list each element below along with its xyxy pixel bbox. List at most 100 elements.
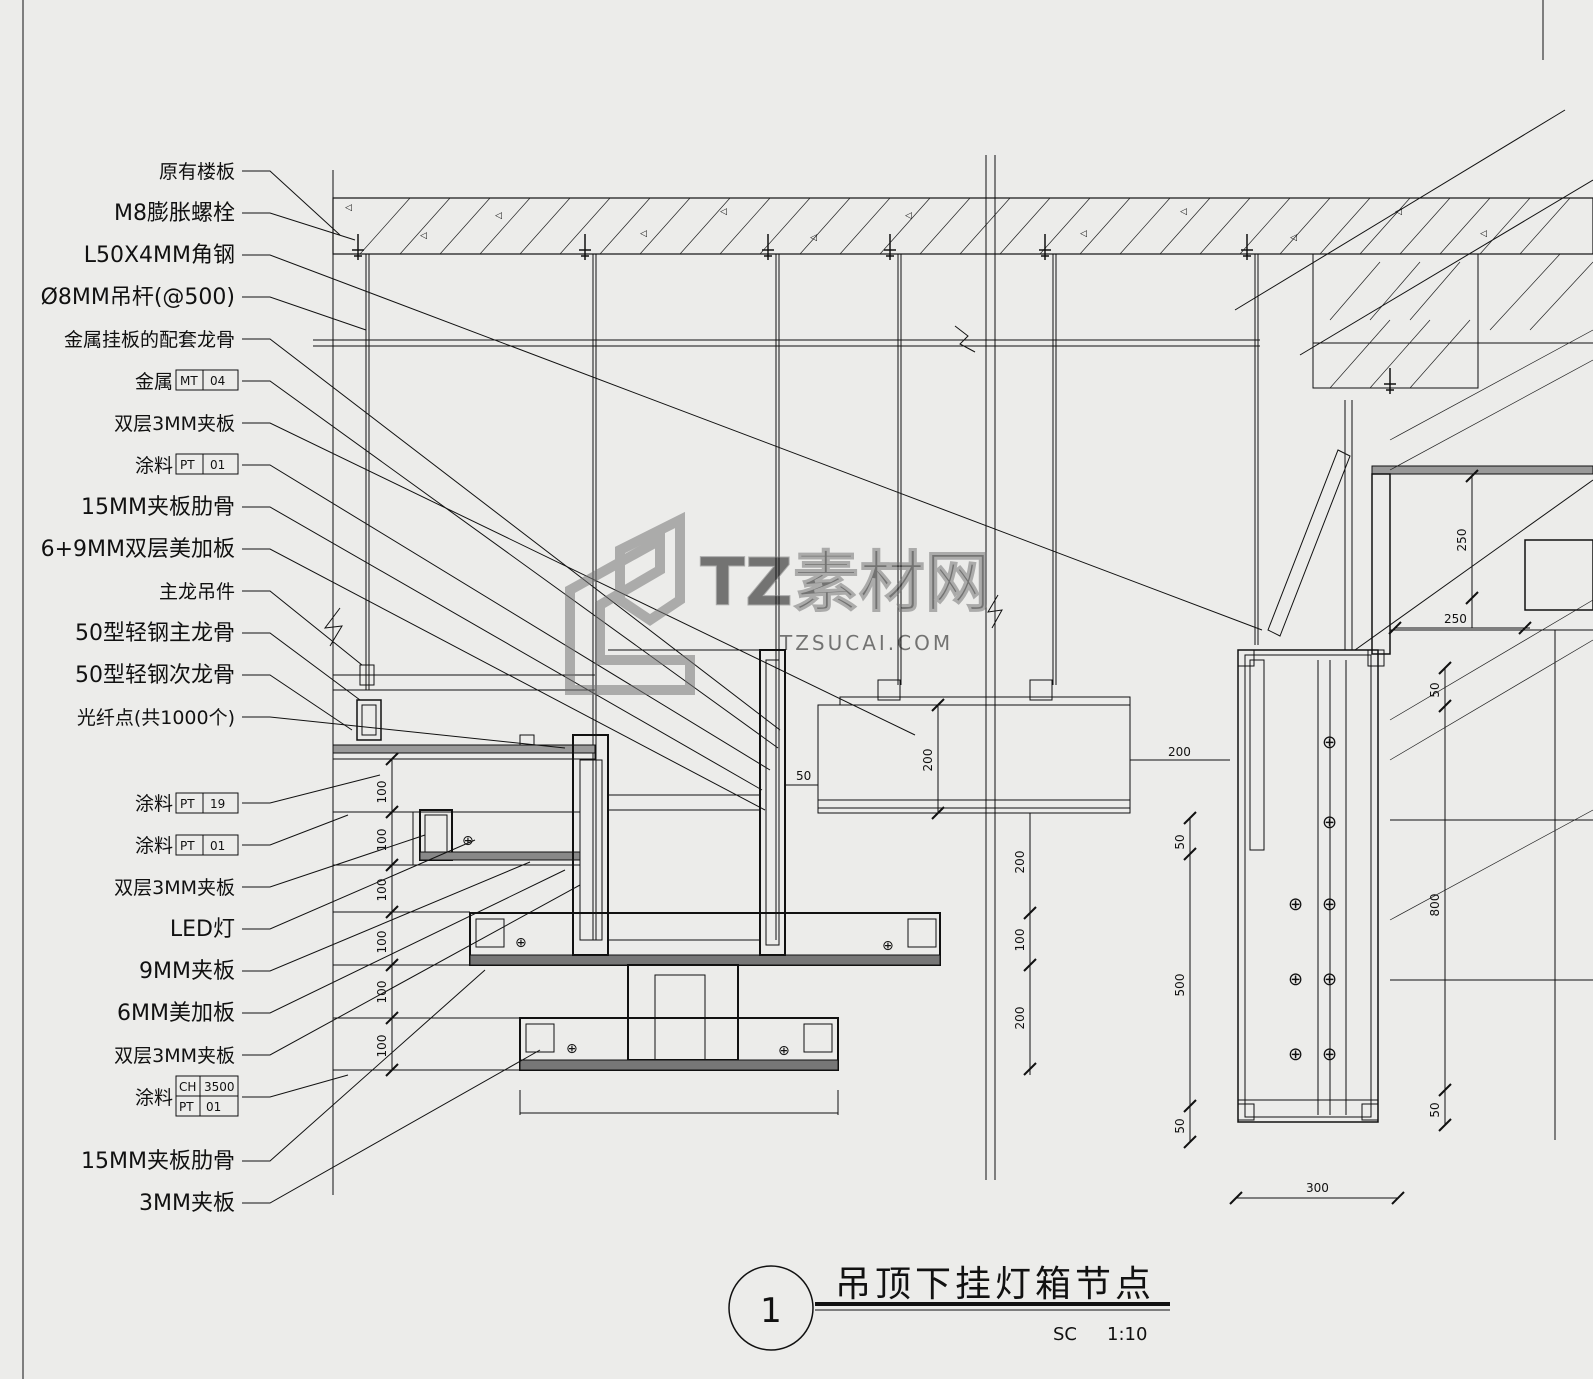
break-symbol — [954, 325, 976, 353]
watermark-brand: TZ素材网 — [700, 544, 991, 621]
leader-lines — [242, 109, 1593, 1204]
labels: 原有楼板 M8膨胀螺栓 L50X4MM角钢 Ø8MM吊杆(@500) 金属挂板的… — [41, 161, 239, 1216]
label-original-slab: 原有楼板 — [159, 161, 235, 183]
svg-text:◁: ◁ — [495, 211, 502, 221]
dim-100-f: 100 — [375, 1035, 389, 1058]
label-main-keel: 50型轻钢主龙骨 — [75, 621, 235, 646]
label-6-9mm-board: 6+9MM双层美加板 — [41, 537, 235, 562]
label-fiber-points: 光纤点(共1000个) — [77, 707, 235, 729]
dim-300: 300 — [1306, 1181, 1329, 1195]
label-paint-d: 涂料 — [135, 1087, 173, 1109]
beam-section — [1312, 253, 1593, 389]
dim-50-r4: 50 — [1428, 1102, 1442, 1117]
tag-pt-a: PT — [180, 458, 195, 472]
svg-text:⊕: ⊕ — [515, 935, 527, 951]
label-metal: 金属 — [135, 371, 173, 393]
svg-text:◁: ◁ — [420, 231, 427, 241]
tag-pt-c: PT — [179, 1100, 194, 1114]
tag-pt-19: PT — [180, 797, 195, 811]
dim-100-d: 100 — [375, 931, 389, 954]
svg-text:⊕: ⊕ — [778, 1043, 790, 1059]
label-sub-keel: 50型轻钢次龙骨 — [75, 663, 235, 688]
label-m8-bolt: M8膨胀螺栓 — [114, 201, 235, 226]
svg-text:◁: ◁ — [1080, 229, 1087, 239]
dim-200-m1: 200 — [1013, 851, 1027, 874]
dim-100-c: 100 — [375, 879, 389, 902]
label-angle-steel: L50X4MM角钢 — [84, 243, 235, 268]
right-column-assembly: ⊕ ⊕ ⊕ ⊕ ⊕ ⊕ ⊕ ⊕ — [1237, 329, 1593, 1140]
expansion-bolts — [352, 234, 1396, 394]
svg-text:◁: ◁ — [1290, 233, 1297, 243]
svg-text:⊕: ⊕ — [1322, 812, 1337, 833]
svg-text:◁: ◁ — [1395, 207, 1402, 217]
break-symbol-mid — [987, 594, 1003, 629]
watermark-url: TZSUCAI.COM — [779, 631, 953, 655]
scale-value: 1:10 — [1107, 1324, 1147, 1345]
detail-title: 吊顶下挂灯箱节点 — [835, 1264, 1155, 1305]
svg-text:⊕: ⊕ — [1322, 894, 1337, 915]
dim-200-right: 200 — [1168, 745, 1191, 759]
label-paint-b: 涂料 — [135, 793, 173, 815]
label-double-3mm: 双层3MM夹板 — [114, 413, 235, 435]
svg-text:⊕: ⊕ — [566, 1041, 578, 1057]
dim-200-m2: 200 — [1013, 1007, 1027, 1030]
break-symbol-left — [323, 607, 343, 647]
dim-200-box: 200 — [921, 749, 935, 772]
label-15mm-rib: 15MM夹板肋骨 — [81, 495, 235, 520]
svg-text:⊕: ⊕ — [882, 938, 894, 954]
dim-100-m: 100 — [1013, 929, 1027, 952]
dim-100-b: 100 — [375, 829, 389, 852]
svg-text:◁: ◁ — [640, 229, 647, 239]
svg-text:◁: ◁ — [1480, 229, 1487, 239]
svg-text:⊕: ⊕ — [1322, 969, 1337, 990]
tag-01-b: 01 — [210, 839, 225, 853]
label-metal-panel-keel: 金属挂板的配套龙骨 — [64, 329, 235, 351]
label-led: LED灯 — [170, 917, 235, 942]
svg-text:⊕: ⊕ — [1288, 894, 1303, 915]
svg-text:⊕: ⊕ — [1288, 969, 1303, 990]
dim-50-r1: 50 — [1173, 834, 1187, 849]
middle-dimension-chain: 200 100 200 — [1013, 813, 1037, 1076]
svg-text:⊕: ⊕ — [462, 833, 474, 849]
title-block: 1 吊顶下挂灯箱节点 SC 1:10 — [728, 1264, 1170, 1351]
label-double-3mm-b: 双层3MM夹板 — [114, 877, 235, 899]
dim-50-r3: 50 — [1428, 682, 1442, 697]
svg-text:◁: ◁ — [810, 233, 817, 243]
right-dimension-chain: 50 500 50 50 800 50 250 250 300 — [1173, 469, 1532, 1205]
svg-text:⊕: ⊕ — [1322, 1044, 1337, 1065]
dim-100-e: 100 — [375, 981, 389, 1004]
detail-number: 1 — [760, 1291, 782, 1331]
dim-50-r2: 50 — [1173, 1118, 1187, 1133]
svg-text:◁: ◁ — [345, 203, 352, 213]
left-ceiling-assembly: ⊕ ⊕ ⊕ ⊕ ⊕ — [332, 649, 941, 1115]
tag-pt-b: PT — [180, 839, 195, 853]
tag-ch: CH — [179, 1080, 196, 1094]
middle-light-box: 200 50 200 — [785, 679, 1230, 820]
label-double-3mm-c: 双层3MM夹板 — [114, 1045, 235, 1067]
dim-50-box: 50 — [796, 769, 811, 783]
dim-250-v: 250 — [1455, 529, 1469, 552]
svg-text:⊕: ⊕ — [1322, 732, 1337, 753]
label-15mm-rib-b: 15MM夹板肋骨 — [81, 1149, 235, 1174]
dim-100-a: 100 — [375, 781, 389, 804]
label-paint-a: 涂料 — [135, 455, 173, 477]
svg-text:◁: ◁ — [720, 207, 727, 217]
floor-slab: ◁ ◁ ◁ ◁ ◁ ◁ ◁ ◁ ◁ ◁ ◁ ◁ — [332, 197, 1593, 255]
dim-500-r: 500 — [1173, 974, 1187, 997]
tag-01-a: 01 — [210, 458, 225, 472]
label-paint-c: 涂料 — [135, 835, 173, 857]
dim-800-r: 800 — [1428, 894, 1442, 917]
tag-19: 19 — [210, 797, 225, 811]
svg-text:⊕: ⊕ — [1288, 1044, 1303, 1065]
dim-250-h: 250 — [1444, 612, 1467, 626]
svg-text:◁: ◁ — [1180, 207, 1187, 217]
watermark: TZ素材网 TZSUCAI.COM — [565, 511, 991, 695]
label-hanger-rod: Ø8MM吊杆(@500) — [41, 285, 235, 310]
tag-01-c: 01 — [206, 1100, 221, 1114]
svg-text:◁: ◁ — [905, 211, 912, 221]
left-dimension-chain: 100 100 100 100 100 100 — [375, 752, 399, 1077]
label-main-hanger: 主龙吊件 — [159, 581, 235, 603]
watermark-logo-icon — [565, 511, 695, 695]
scale-code: SC — [1053, 1324, 1077, 1345]
